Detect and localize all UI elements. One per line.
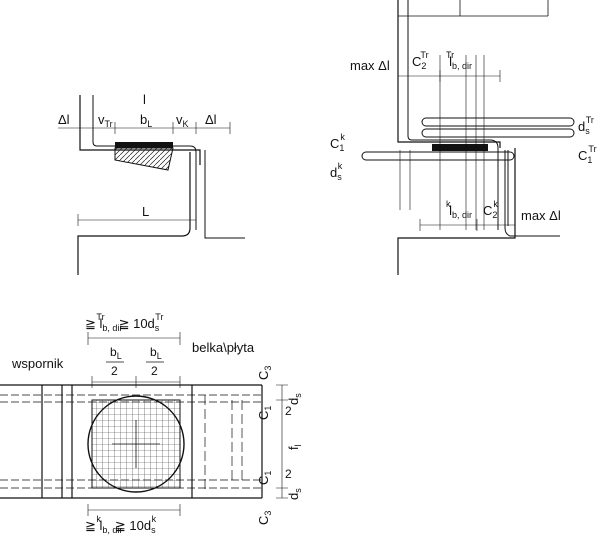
half-b-right: bL 2 [146, 345, 164, 378]
bearing-pad [115, 142, 173, 148]
plan-beam-outline [0, 384, 263, 499]
label-c2-k: C2k [483, 199, 498, 220]
dim-line-top-left [58, 122, 231, 134]
plan-dim-right [276, 384, 288, 499]
upper-rebar-right [407, 0, 499, 230]
label-v-k: vK [176, 112, 189, 129]
plan-top-dim-label: ≧ lb, dirTr≧ 10dsTr [85, 312, 163, 333]
label-c2-tr: C2Tr [412, 50, 429, 71]
lower-corbel-right-outline [397, 148, 516, 275]
svg-text:2: 2 [111, 364, 118, 378]
bearing-pad-right [432, 144, 488, 151]
lower-rebar-right [504, 150, 560, 237]
svg-text:bL: bL [110, 345, 122, 361]
label-wspornik: wspornik [11, 356, 64, 371]
plan-bottom-dim-label: ≧ lb, dirk≧ 10dsk [85, 514, 157, 535]
label-ds-top: ds [286, 393, 303, 405]
label-max-dl-top: max Δl [350, 58, 390, 73]
label-ds-bottom: ds [286, 488, 303, 500]
detail-top-right: max Δl C2Tr lb, dirTr dsTr C1Tr C1k dsk … [330, 0, 597, 275]
label-delta-l-right: Δl [205, 112, 217, 127]
bar-tr-lower [421, 128, 575, 138]
upper-beam-right-top [398, 0, 549, 17]
vertical-rebars [399, 55, 485, 230]
label-c1-bottom: C1 [256, 471, 273, 485]
label-den-2-a: 2 [285, 404, 292, 418]
label-c3-top: C3 [256, 366, 273, 380]
label-c1-k: C1k [330, 132, 345, 153]
dim-line-L [77, 214, 197, 226]
plan-dim-bottom [87, 504, 181, 516]
dim-bottom-right [419, 219, 516, 231]
label-l: l [143, 92, 146, 107]
bar-k [361, 151, 515, 161]
label-c1-top: C1 [256, 406, 273, 420]
label-ds-tr: dsTr [578, 115, 594, 136]
label-belka: belka\płyta [192, 340, 255, 355]
label-lb-dir-k: lb, dirk [446, 199, 472, 220]
label-fl: fl [286, 444, 303, 450]
label-lb-dir-tr: lb, dirTr [446, 50, 472, 71]
bar-tr-upper [421, 117, 575, 127]
label-c1-tr: C1Tr [578, 144, 597, 165]
plan-dim-top [87, 332, 181, 388]
label-den-2-b: 2 [285, 467, 292, 481]
plan-rebar-hidden [204, 395, 243, 490]
label-max-dl-bottom: max Δl [521, 208, 561, 223]
label-c3-bottom: C3 [256, 511, 273, 525]
label-L: L [142, 204, 149, 219]
label-ds-k: dsk [330, 161, 343, 182]
detail-top-left: l Δl vTr bL vK Δl L [58, 92, 245, 275]
label-delta-l-left: Δl [58, 112, 70, 127]
lower-corbel-right [204, 150, 245, 239]
half-b-left: bL 2 [106, 345, 124, 378]
plan-bottom: ≧ lb, dirTr≧ 10dsTr wspornik belka\płyta… [0, 312, 303, 535]
svg-text:2: 2 [151, 364, 158, 378]
bearing-circle [87, 395, 185, 493]
stress-diagram [114, 147, 174, 171]
label-b-l: bL [140, 112, 152, 129]
dim-top-right [397, 70, 501, 82]
lower-corbel-outline [77, 152, 191, 275]
svg-text:bL: bL [150, 345, 162, 361]
label-v-tr: vTr [98, 112, 113, 129]
center-cross [112, 420, 160, 468]
